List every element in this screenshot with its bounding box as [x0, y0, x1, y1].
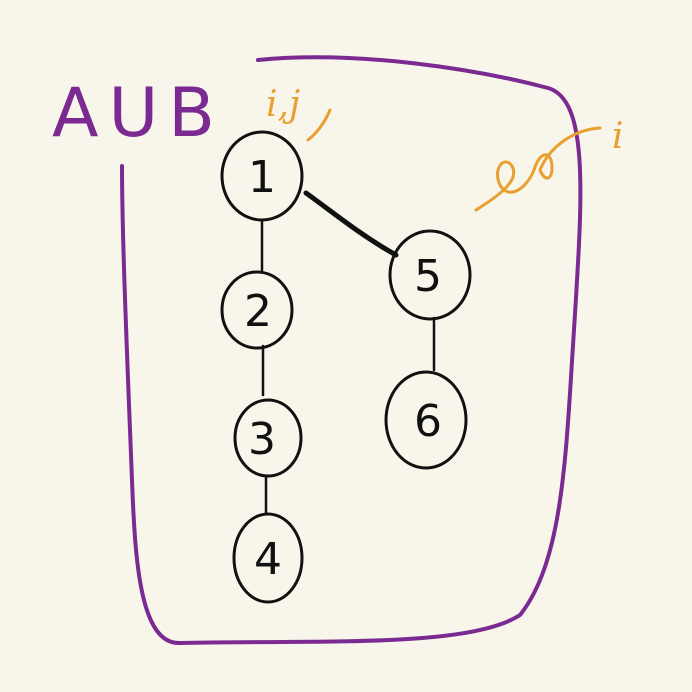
annotation-node1: i,j — [266, 84, 300, 125]
node-4-label: 4 — [254, 534, 282, 585]
edge-1-5 — [303, 190, 399, 258]
node-1-label: 1 — [248, 152, 276, 203]
node-5-label: 5 — [414, 251, 442, 302]
node-6-label: 6 — [414, 396, 442, 447]
node-2-circle — [220, 270, 294, 350]
annotation-node5: i — [612, 116, 624, 157]
node-5-circle — [388, 229, 472, 321]
node-6-circle — [384, 370, 468, 470]
annotation-node5-curl — [474, 126, 602, 212]
node-1-circle — [220, 130, 304, 222]
node-4-circle — [232, 512, 304, 604]
node-5: 5 — [388, 229, 472, 321]
node-3-label: 3 — [248, 414, 276, 465]
nodes: 1 2 3 4 5 6 — [220, 130, 472, 604]
node-4: 4 — [232, 512, 304, 604]
annotation-node1-stroke — [306, 108, 332, 142]
node-6: 6 — [384, 370, 468, 470]
node-3: 3 — [233, 398, 303, 478]
set-label: AUB — [52, 74, 225, 153]
edges — [260, 190, 436, 516]
node-3-circle — [233, 398, 303, 478]
set-boundary — [120, 55, 583, 646]
node-1: 1 — [220, 130, 304, 222]
node-2: 2 — [220, 270, 294, 350]
node-2-label: 2 — [244, 286, 272, 337]
